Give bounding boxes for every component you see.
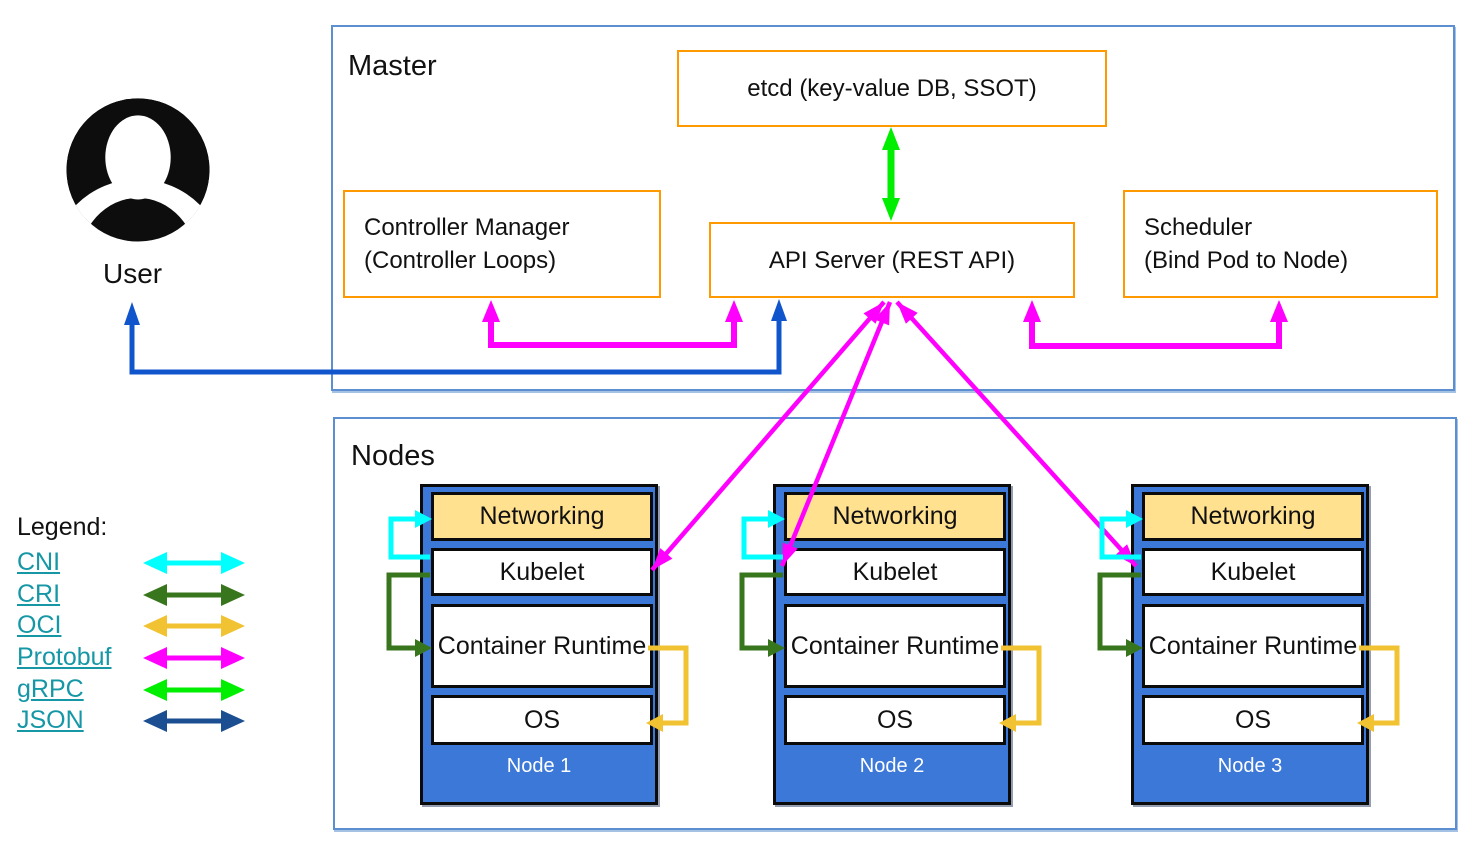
controller-manager-label-line1: Controller Manager (364, 214, 570, 241)
legend-oci-arrow (143, 615, 245, 637)
legend-cni-arrow (143, 552, 245, 574)
nodes-label: Nodes (351, 440, 435, 472)
user-avatar-icon (66, 98, 210, 242)
scheduler-label-line2: (Bind Pod to Node) (1144, 247, 1349, 274)
legend-link-cni[interactable]: CNI (17, 548, 61, 576)
controller-manager-box: Controller Manager (Controller Loops) (343, 190, 661, 298)
controller-manager-label-line2: (Controller Loops) (364, 247, 557, 274)
legend-link-json[interactable]: JSON (17, 706, 84, 734)
node-1-kubelet-layer: Kubelet (431, 548, 653, 596)
node-2-box: Networking Kubelet Container Runtime OS … (773, 484, 1011, 805)
legend-link-oci[interactable]: OCI (17, 611, 62, 639)
node-3-label: Node 3 (1217, 754, 1283, 777)
legend-json-arrow (143, 710, 245, 732)
legend-title: Legend: (17, 513, 108, 541)
scheduler-label-line1: Scheduler (1144, 214, 1253, 241)
node-2-container-runtime-layer: Container Runtime (784, 604, 1006, 688)
api-server-label: API Server (REST API) (768, 246, 1016, 274)
node-3-os-layer: OS (1142, 695, 1364, 745)
node-1-container-runtime-layer: Container Runtime (431, 604, 653, 688)
legend-grpc-arrow (143, 679, 245, 701)
node-3-container-runtime-layer: Container Runtime (1142, 604, 1364, 688)
legend-link-cri[interactable]: CRI (17, 580, 61, 608)
etcd-label: etcd (key-value DB, SSOT) (747, 75, 1037, 102)
legend-link-grpc[interactable]: gRPC (17, 675, 84, 703)
node-3-networking-layer: Networking (1142, 492, 1364, 541)
node-2-label: Node 2 (859, 754, 925, 777)
etcd-box: etcd (key-value DB, SSOT) (677, 50, 1107, 127)
node-1-os-layer: OS (431, 695, 653, 745)
node-2-networking-layer: Networking (784, 492, 1006, 541)
legend-link-protobuf[interactable]: Protobuf (17, 643, 112, 671)
node-3-box: Networking Kubelet Container Runtime OS … (1131, 484, 1369, 805)
node-2-os-layer: OS (784, 695, 1006, 745)
node-1-networking-layer: Networking (431, 492, 653, 541)
api-server-box: API Server (REST API) (709, 222, 1075, 298)
scheduler-box: Scheduler (Bind Pod to Node) (1123, 190, 1438, 298)
user-label: User (103, 258, 163, 289)
legend-cri-arrow (143, 584, 245, 606)
legend-protobuf-arrow (143, 647, 245, 669)
node-3-kubelet-layer: Kubelet (1142, 548, 1364, 596)
node-2-kubelet-layer: Kubelet (784, 548, 1006, 596)
node-1-box: Networking Kubelet Container Runtime OS … (420, 484, 658, 805)
node-1-label: Node 1 (506, 754, 572, 777)
master-label: Master (348, 50, 437, 82)
